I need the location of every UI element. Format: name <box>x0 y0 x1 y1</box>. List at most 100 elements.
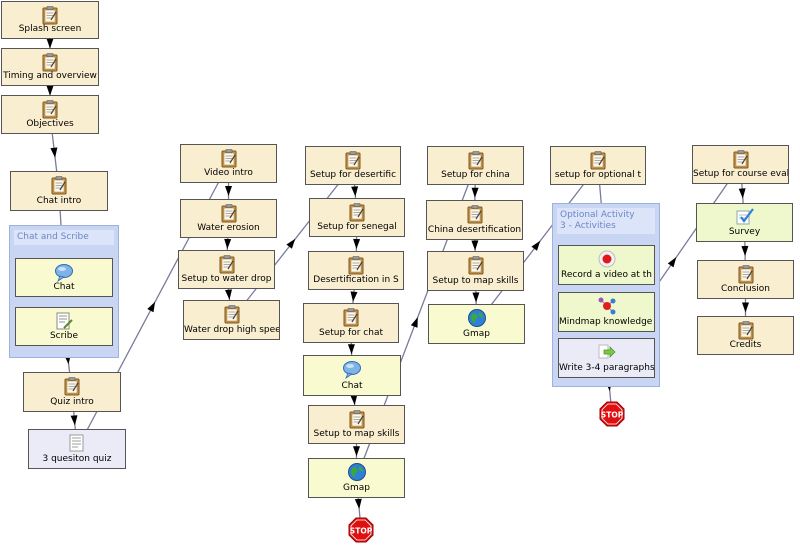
svg-text:STOP: STOP <box>350 526 373 535</box>
activity-label: Conclusion <box>720 284 771 294</box>
notepad-icon <box>40 52 60 72</box>
activity-label: Record a video at th <box>561 270 652 280</box>
activity-timing-overview[interactable]: Timing and overview <box>1 48 99 86</box>
activity-setup-desertific[interactable]: Setup for desertific <box>305 146 401 185</box>
notepad-icon <box>62 376 82 396</box>
activity-label: Setup to map skills <box>432 276 519 286</box>
transition-arrowhead <box>354 498 362 509</box>
transition-arrowhead <box>347 344 355 355</box>
activity-label: Chat intro <box>36 196 82 206</box>
activity-gmap[interactable]: Gmap <box>308 458 405 498</box>
activity-china-desertification[interactable]: China desertification <box>426 200 523 240</box>
quiz-icon <box>67 433 87 453</box>
activity-label: Setup for chat <box>319 328 383 338</box>
activity-survey[interactable]: Survey <box>696 203 793 242</box>
notepad-icon <box>49 175 69 195</box>
activity-setup-course-eval[interactable]: Setup for course eval <box>692 145 789 184</box>
transition-arrowhead <box>70 415 78 426</box>
notepad-icon <box>465 204 485 224</box>
activity-setup-map-skills-2[interactable]: Setup to map skills <box>427 251 524 291</box>
group-header: Chat and Scribe <box>14 230 114 245</box>
activity-label: Setup for senegal <box>317 222 397 232</box>
activity-conclusion[interactable]: Conclusion <box>697 260 794 299</box>
activity-chat-2[interactable]: Chat <box>303 355 401 396</box>
notepad-icon <box>736 264 756 284</box>
notepad-icon <box>736 320 756 340</box>
activity-setup-chat[interactable]: Setup for chat <box>303 303 399 343</box>
activity-chat[interactable]: Chat <box>15 258 113 297</box>
transition-arrowhead <box>50 147 58 158</box>
activity-scribe[interactable]: Scribe <box>15 307 113 346</box>
activity-chat-intro[interactable]: Chat intro <box>10 171 108 211</box>
transition-arrowhead <box>410 317 418 328</box>
activity-water-erosion[interactable]: Water erosion <box>180 199 277 238</box>
activity-label: Gmap <box>343 483 370 493</box>
transition-arrowhead <box>471 187 479 198</box>
activity-label: Setup to water drop <box>181 274 272 284</box>
activity-label: Chat <box>341 381 363 391</box>
notepad-icon <box>222 304 242 324</box>
mindmap-icon <box>597 296 617 316</box>
activity-label: China desertification <box>427 225 522 235</box>
transition-arrowhead <box>471 240 479 251</box>
activity-label: Desertification in S <box>313 275 399 285</box>
activity-setup-senegal[interactable]: Setup for senegal <box>309 198 405 237</box>
activity-setup-water-drop[interactable]: Setup to water drop <box>178 250 275 289</box>
activity-write-paragraphs[interactable]: Write 3-4 paragraphs <box>558 338 655 378</box>
notepad-icon <box>347 409 367 429</box>
activity-objectives[interactable]: Objectives <box>1 95 99 134</box>
transition-arrowhead <box>350 394 358 405</box>
activity-mindmap[interactable]: Mindmap knowledge ab <box>558 292 655 332</box>
transition-arrowhead <box>472 292 480 303</box>
notepad-icon <box>343 150 363 170</box>
activity-setup-optional[interactable]: setup for optional t <box>550 146 646 185</box>
activity-label: Survey <box>728 227 761 237</box>
transition-arrowhead <box>224 238 232 249</box>
notepad-icon <box>217 254 237 274</box>
arrow-right-icon <box>597 342 617 362</box>
activity-label: Chat <box>53 282 75 292</box>
activity-splash-screen[interactable]: Splash screen <box>1 1 99 39</box>
notepad-icon <box>341 307 361 327</box>
transition-arrowhead <box>667 257 677 268</box>
activity-quiz[interactable]: 3 quesiton quiz <box>28 429 126 469</box>
activity-label: Write 3-4 paragraphs <box>559 363 654 373</box>
activity-label: Water drop high speed <box>184 325 279 335</box>
globe-icon <box>467 308 487 328</box>
transition-arrowhead <box>738 188 746 199</box>
transition-arrowhead <box>531 240 541 251</box>
group-title: Optional Activity <box>560 210 635 220</box>
notepad-icon <box>731 149 751 169</box>
globe-icon <box>347 462 367 482</box>
activity-setup-china[interactable]: Setup for china <box>427 146 524 185</box>
notepad-icon <box>40 99 60 119</box>
group-subtitle: 3 - Activities <box>560 221 616 231</box>
activity-setup-map-skills[interactable]: Setup to map skills <box>308 405 405 444</box>
activity-record-video[interactable]: Record a video at th <box>558 245 655 285</box>
transition-arrowhead <box>741 245 749 256</box>
transition-arrowhead <box>350 291 358 302</box>
activity-label: Mindmap knowledge ab <box>559 317 654 327</box>
transition-arrowhead <box>147 301 156 313</box>
activity-label: Scribe <box>49 331 79 341</box>
notepad-icon <box>40 5 60 25</box>
activity-credits[interactable]: Credits <box>697 316 794 355</box>
activity-water-drop-high-speed[interactable]: Water drop high speed <box>183 300 280 340</box>
activity-video-intro[interactable]: Video intro <box>180 144 277 183</box>
activity-label: Setup for course eval <box>693 169 788 179</box>
notepad-icon <box>466 150 486 170</box>
activity-label: 3 quesiton quiz <box>42 454 112 464</box>
notepad-icon <box>346 255 366 275</box>
activity-gmap-2[interactable]: Gmap <box>428 304 525 344</box>
scribe-icon <box>54 311 74 331</box>
activity-desertification-s[interactable]: Desertification in S <box>308 251 404 290</box>
activity-label: Water erosion <box>197 223 260 233</box>
transition-arrowhead <box>353 446 360 457</box>
stop-sign-icon: STOP <box>599 401 625 427</box>
notepad-icon <box>219 203 239 223</box>
stop-sign-icon: STOP <box>348 517 374 543</box>
activity-quiz-intro[interactable]: Quiz intro <box>23 372 121 412</box>
group-header: Optional Activity 3 - Activities <box>557 208 655 234</box>
activity-label: Gmap <box>463 329 490 339</box>
notepad-icon <box>219 148 239 168</box>
